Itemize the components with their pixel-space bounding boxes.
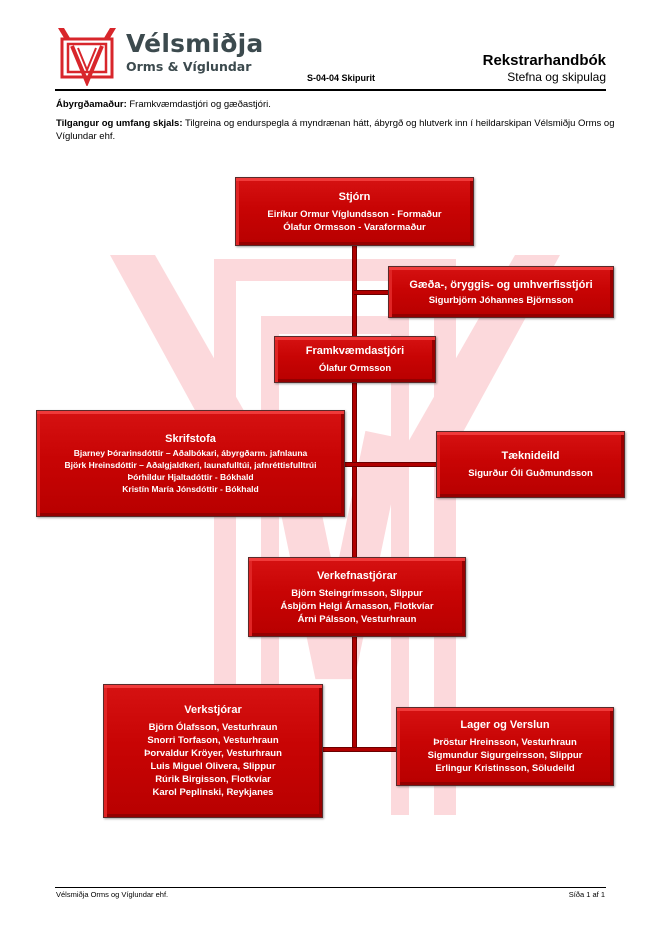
tech-member: Sigurður Óli Guðmundsson <box>468 468 593 479</box>
footer-divider <box>55 887 606 888</box>
footer-page-number: Síða 1 af 1 <box>568 890 605 899</box>
org-box-office: Skrifstofa Bjarney Þórarinsdóttir – Aðal… <box>36 410 345 517</box>
purpose-label: Tilgangur og umfang skjals: <box>56 118 183 129</box>
connector-quality <box>354 290 390 295</box>
foreman: Snorri Torfason, Vesturhraun <box>147 735 279 746</box>
document-code: S-04-04 Skipurit <box>307 73 376 83</box>
tech-title: Tæknideild <box>501 450 560 462</box>
foreman: Þorvaldur Kröyer, Vesturhraun <box>144 748 282 759</box>
org-box-board: Stjórn Eiríkur Ormur Víglundsson - Forma… <box>235 177 474 246</box>
foreman: Rúrik Birgisson, Flotkvíar <box>155 774 271 785</box>
board-member: Ólafur Ormsson - Varaformaður <box>283 221 426 233</box>
project-manager: Björn Steingrímsson, Slippur <box>291 587 423 599</box>
brand-subtitle: Orms & Víglundar <box>126 59 252 74</box>
footer-company: Vélsmiðja Orms og Víglundar ehf. <box>56 890 169 899</box>
purpose-paragraph: Tilgangur og umfang skjals: Tilgreina og… <box>56 118 616 143</box>
org-box-quality: Gæða-, öryggis- og umhverfisstjóri Sigur… <box>388 266 614 318</box>
purpose-value: Tilgreina og endurspegla á myndrænan hát… <box>56 118 615 142</box>
foremen-title: Verkstjórar <box>184 704 242 716</box>
header-divider <box>55 89 606 91</box>
foreman: Karol Peplinski, Reykjanes <box>152 787 274 798</box>
project-manager: Árni Pálsson, Vesturhraun <box>297 613 417 625</box>
office-member: Björk Hreinsdóttir – Aðalgjaldkeri, laun… <box>64 460 317 470</box>
connector-foremen-warehouse <box>322 747 397 752</box>
office-title: Skrifstofa <box>165 433 216 445</box>
org-box-project-managers: Verkefnastjórar Björn Steingrímsson, Sli… <box>248 557 466 637</box>
warehouse-member: Sigmundur Sigurgeirsson, Slippur <box>427 750 583 761</box>
quality-title: Gæða-, öryggis- og umhverfisstjóri <box>409 278 593 291</box>
document-title: Rekstrarhandbók <box>482 52 606 69</box>
responsible-value: Framkvæmdastjóri og gæðastjóri. <box>126 99 271 110</box>
org-box-warehouse: Lager og Verslun Þröstur Hreinsson, Vest… <box>396 707 614 786</box>
quality-member: Sigurbjörn Jóhannes Björnsson <box>428 294 574 306</box>
board-member: Eiríkur Ormur Víglundsson - Formaður <box>267 208 442 220</box>
brand-name: Vélsmiðja <box>126 29 264 58</box>
project-manager: Ásbjörn Helgi Árnasson, Flotkvíar <box>280 600 434 612</box>
responsible-label: Ábyrgðamaður: <box>56 99 127 110</box>
warehouse-member: Erlingur Kristinsson, Söludeild <box>435 763 575 774</box>
office-member: Kristín María Jónsdóttir - Bókhald <box>122 484 259 494</box>
document-subtitle: Stefna og skipulag <box>507 70 606 84</box>
org-box-ceo: Framkvæmdastjóri Ólafur Ormsson <box>274 336 436 383</box>
board-title: Stjórn <box>338 190 371 203</box>
warehouse-member: Þröstur Hreinsson, Vesturhraun <box>433 737 577 748</box>
warehouse-title: Lager og Verslun <box>460 719 550 731</box>
org-box-tech: Tæknideild Sigurður Óli Guðmundsson <box>436 431 625 498</box>
foreman: Björn Ólafsson, Vesturhraun <box>148 722 278 733</box>
connector-trunk <box>352 246 357 749</box>
ceo-title: Framkvæmdastjóri <box>305 345 405 357</box>
responsible-paragraph: Ábyrgðamaður: Framkvæmdastjóri og gæðast… <box>56 99 616 112</box>
foreman: Luis Miguel Olivera, Slippur <box>150 761 276 772</box>
project-managers-title: Verkefnastjórar <box>316 569 398 582</box>
ceo-member: Ólafur Ormsson <box>318 363 392 374</box>
connector-office-tech <box>344 462 436 467</box>
org-box-foremen: Verkstjórar Björn Ólafsson, Vesturhraun … <box>103 684 323 818</box>
office-member: Bjarney Þórarinsdóttir – Aðalbókari, áby… <box>73 448 308 458</box>
company-logo-icon <box>58 28 116 86</box>
office-member: Þórhildur Hjaltadóttir - Bókhald <box>127 472 254 482</box>
